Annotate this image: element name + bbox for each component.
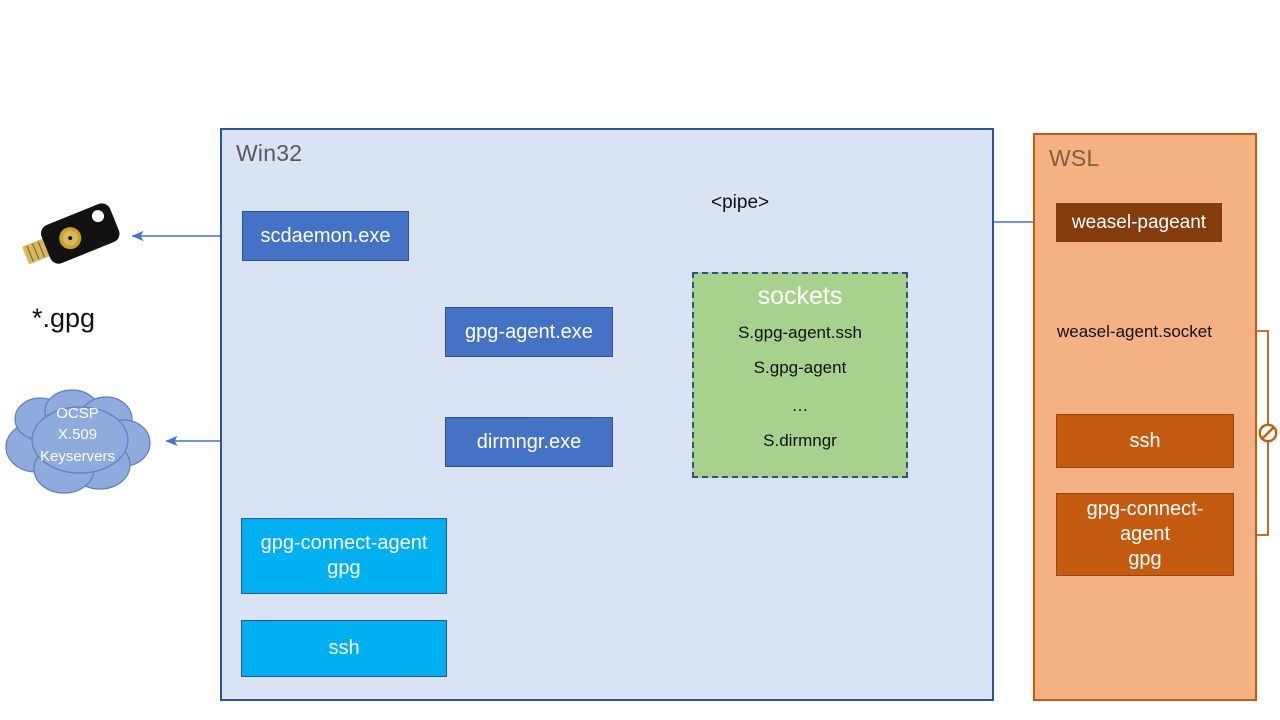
process-box-weasel-pageant[interactable]: weasel-pageant — [1056, 203, 1222, 242]
pipe-connector-label: <pipe> — [711, 192, 770, 213]
process-box-gpg-agent[interactable]: gpg-agent.exe — [445, 307, 613, 357]
wsl-panel-title: WSL — [1049, 145, 1100, 171]
gpg-file-caption: *.gpg — [32, 303, 96, 333]
sockets-group-title: sockets — [757, 282, 843, 310]
socket-item-s-gpg-agent-ssh[interactable]: S.gpg-agent.ssh — [738, 323, 862, 342]
process-box-scdaemon[interactable]: scdaemon.exe — [242, 211, 409, 261]
cloud-label-line-2: X.509 — [57, 426, 98, 444]
sockets-group: sockets S.gpg-agent.ssh S.gpg-agent … S.… — [692, 272, 908, 478]
process-label: gpg-agent.exe — [465, 320, 593, 343]
cloud-label-line-1: OCSP — [56, 405, 99, 422]
process-label: ssh — [1129, 429, 1161, 452]
process-label: ssh — [328, 637, 360, 660]
socket-item-s-gpg-agent[interactable]: S.gpg-agent — [753, 358, 847, 377]
cloud-label: OCSP X.509 Keyservers — [0, 403, 155, 467]
yubikey-usb-token-icon — [22, 203, 120, 264]
process-box-dirmngr[interactable]: dirmngr.exe — [445, 417, 613, 467]
socket-item-ellipsis: … — [791, 396, 809, 415]
process-label: dirmngr.exe — [476, 430, 582, 453]
process-box-ssh-wsl[interactable]: ssh — [1056, 414, 1234, 468]
win32-panel-title: Win32 — [236, 140, 303, 166]
socket-item-s-dirmngr[interactable]: S.dirmngr — [763, 431, 837, 450]
process-box-ssh-win32[interactable]: ssh — [241, 620, 447, 677]
process-label: scdaemon.exe — [260, 224, 391, 247]
cloud-icon — [5, 389, 151, 494]
process-label: weasel-pageant — [1071, 211, 1207, 233]
cloud-label-line-3: Keyservers — [39, 447, 116, 465]
no-entry-icon — [1258, 423, 1278, 443]
wsl-socket-label[interactable]: weasel-agent.socket — [1057, 322, 1212, 341]
